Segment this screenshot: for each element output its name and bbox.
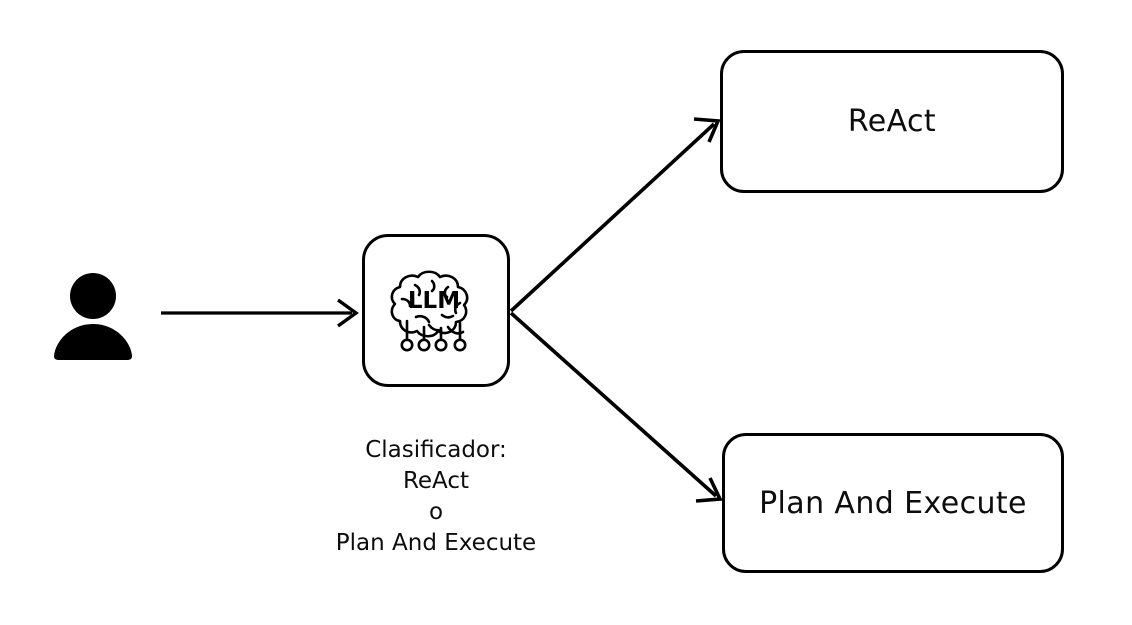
node-react-label: ReAct [847,104,937,139]
llm-caption-line-4: Plan And Execute [335,530,537,556]
llm-caption-line-2: ReAct [402,468,470,494]
user-person-icon [54,273,132,360]
node-llm[interactable]: LLM [362,234,510,387]
llm-caption-line-1: Clasificador: [365,437,507,463]
llm-caption: Clasificador: ReAct o Plan And Execute [286,435,586,559]
edge-user-to-llm [161,298,359,328]
brain-icon-label: LLM [408,288,460,314]
node-plan-and-execute[interactable]: Plan And Execute [722,433,1064,573]
edge-llm-to-react [509,117,721,313]
node-plan-and-execute-label: Plan And Execute [759,485,1027,521]
brain-llm-icon: LLM [390,269,469,352]
node-react[interactable]: ReAct [720,50,1064,193]
llm-caption-line-3: o [428,499,444,525]
